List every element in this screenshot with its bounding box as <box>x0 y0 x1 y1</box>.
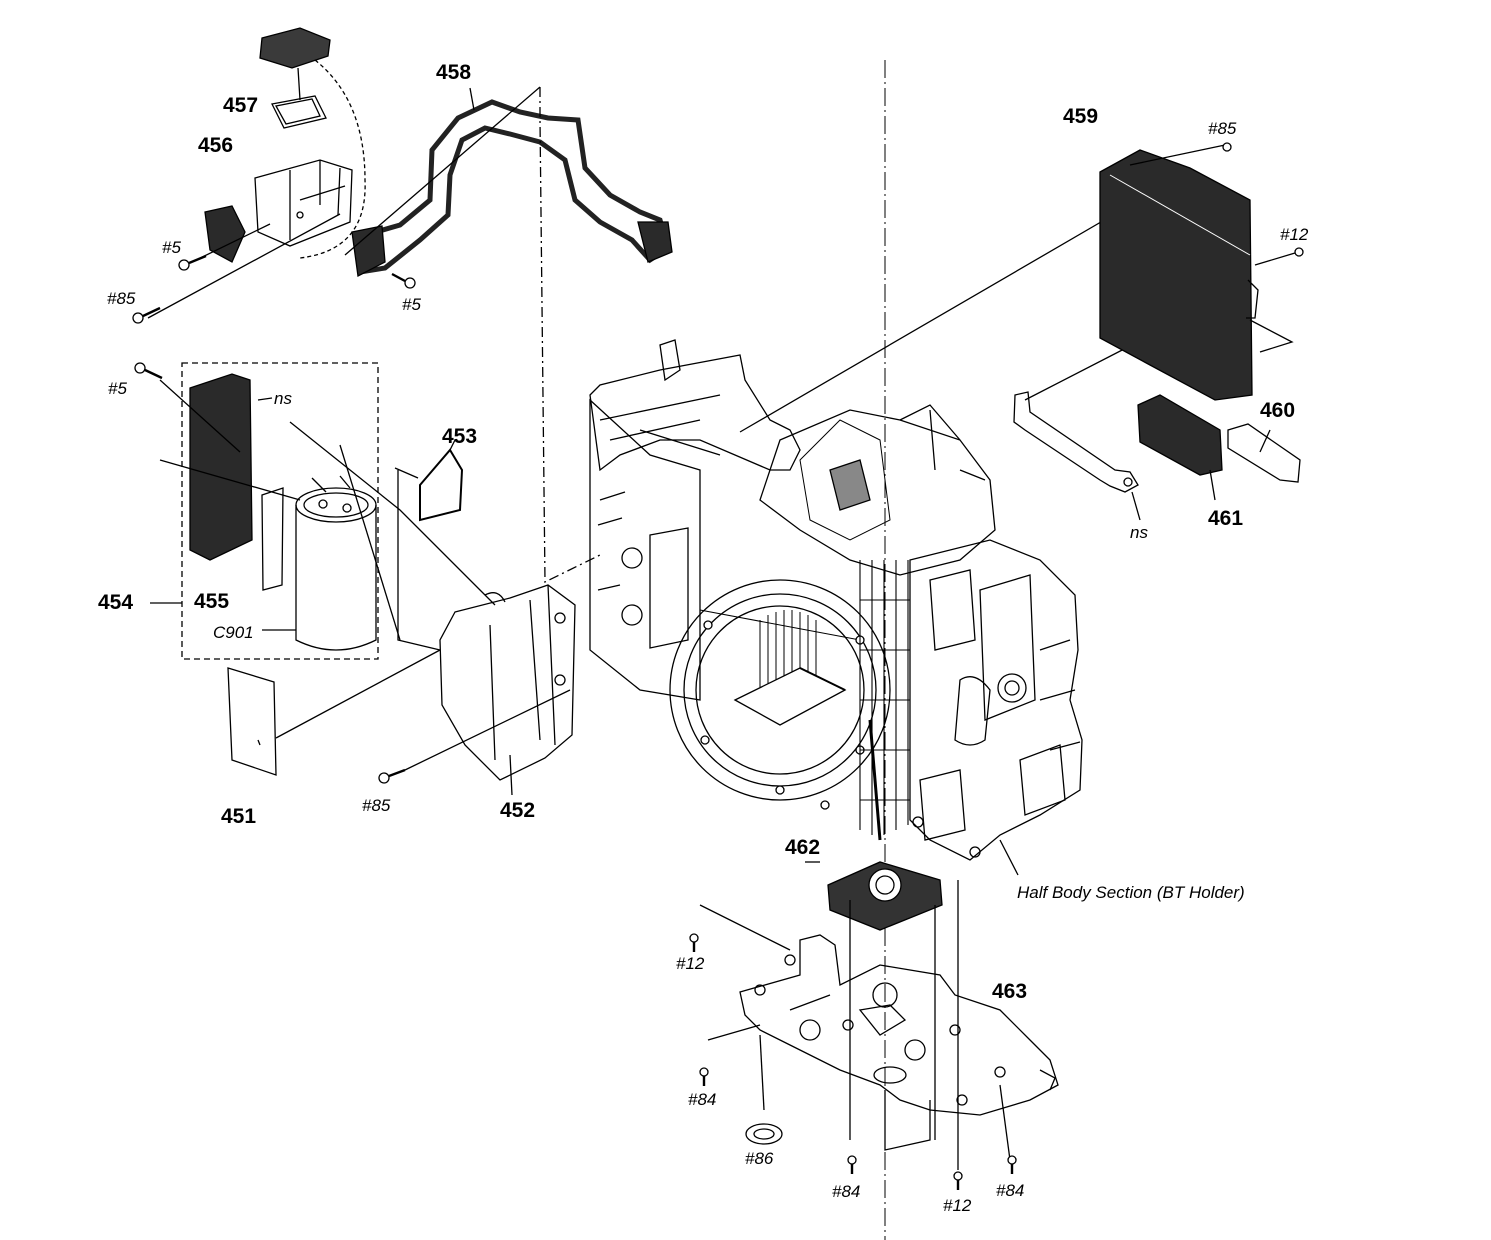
label-part-454: 454 <box>98 591 134 614</box>
part-461-board <box>1137 394 1223 501</box>
label-part-452: 452 <box>500 799 536 822</box>
label-c901: C901 <box>213 623 254 642</box>
label-screw-84-a: #84 <box>688 1090 717 1109</box>
label-screw-86: #86 <box>745 1149 774 1168</box>
label-part-455: 455 <box>194 590 230 613</box>
part-462-mount <box>805 861 943 1140</box>
label-screw-12-a: #12 <box>1280 225 1309 244</box>
screw-glyphs-bottom <box>689 880 1017 1190</box>
label-ns-left: ns <box>274 389 292 408</box>
part-457-cover <box>259 27 366 259</box>
label-screw-5-b: #5 <box>402 295 421 314</box>
part-458-flex-cable <box>344 86 673 584</box>
part-451-sheet <box>227 649 441 776</box>
label-screw-85-b: #85 <box>362 796 391 815</box>
part-463-baseplate <box>699 904 1059 1161</box>
label-screw-85-c: #85 <box>1208 119 1237 138</box>
label-screw-84-b: #84 <box>832 1182 861 1201</box>
part-c901-capacitor <box>262 421 496 651</box>
part-454-board-group <box>134 362 379 660</box>
label-part-458: 458 <box>436 61 472 84</box>
label-part-462: 462 <box>785 836 821 859</box>
part-459-board <box>1099 142 1304 401</box>
label-part-459: 459 <box>1063 105 1099 128</box>
label-part-461: 461 <box>1208 507 1244 530</box>
part-452-grip-cover <box>378 584 576 796</box>
part-ns-bracket <box>1013 391 1141 521</box>
label-part-451: 451 <box>221 805 257 828</box>
label-screw-12-c: #12 <box>943 1196 972 1215</box>
label-screw-12-b: #12 <box>676 954 705 973</box>
screw-glyphs-top-left <box>132 254 416 324</box>
label-half-body-section: Half Body Section (BT Holder) <box>1017 883 1245 902</box>
label-part-463: 463 <box>992 980 1028 1003</box>
part-453-pad <box>394 439 464 651</box>
label-part-456: 456 <box>198 134 234 157</box>
label-part-457: 457 <box>223 94 259 117</box>
label-screw-84-c: #84 <box>996 1181 1025 1200</box>
label-ns-right: ns <box>1130 523 1148 542</box>
label-part-453: 453 <box>442 425 478 448</box>
label-screw-85-a: #85 <box>107 289 136 308</box>
label-screw-5-a: #5 <box>162 238 181 257</box>
label-part-460: 460 <box>1260 399 1296 422</box>
label-screw-5-c: #5 <box>108 379 127 398</box>
part-460-sheet <box>1227 423 1301 483</box>
camera-half-body <box>589 207 1131 876</box>
